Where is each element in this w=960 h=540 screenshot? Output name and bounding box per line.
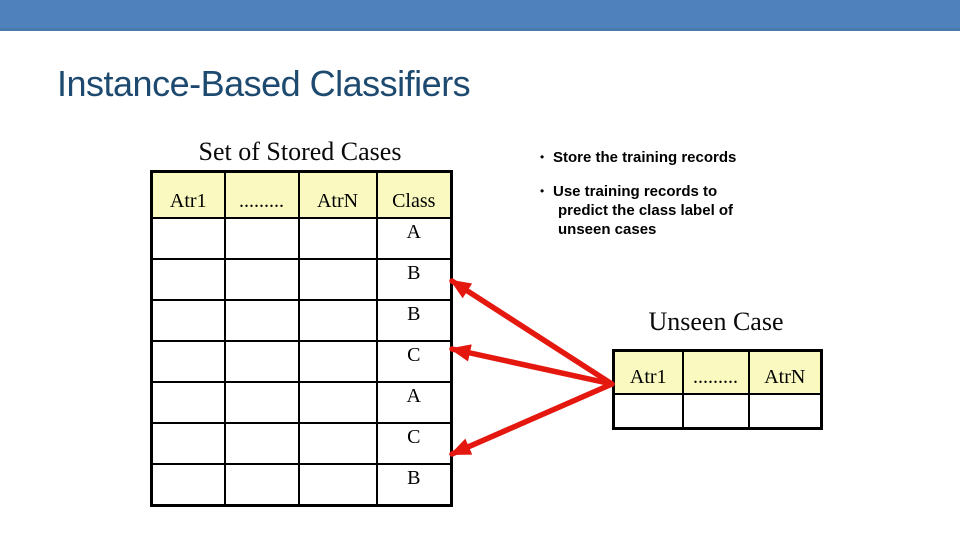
class-cell: A [375,217,453,260]
stored-header-atr1: Atr1 [150,170,226,219]
bullet-line: unseen cases [558,221,657,238]
table-row: A [150,381,453,424]
stored-header-class: Class [375,170,453,219]
empty-cell [223,258,300,301]
top-accent-bar [0,0,960,31]
bullet-line: Store the training records [553,149,737,166]
empty-cell [681,393,750,430]
empty-cell [297,299,378,342]
bullet-text: Store the training records [553,148,736,167]
bullet-list: • Store the training records • Use train… [540,148,780,254]
empty-cell [223,422,300,465]
empty-cell [297,463,378,507]
arrow-to-row-c [449,344,615,387]
stored-cases-caption: Set of Stored Cases [198,137,402,166]
empty-cell [150,258,226,301]
unseen-case-caption: Unseen Case [648,307,784,336]
empty-cell [747,393,823,430]
table-row: A [150,217,453,260]
stored-cases-table: Atr1 ......... AtrN Class A B B C [150,170,453,507]
empty-cell [297,381,378,424]
empty-cell [297,217,378,260]
unseen-header-dots: ......... [681,349,750,395]
arrow-to-row-b2 [449,381,615,457]
empty-cell [150,422,226,465]
empty-cell [150,381,226,424]
empty-cell [150,299,226,342]
stored-header-row: Atr1 ......... AtrN Class [150,170,453,219]
empty-cell [223,381,300,424]
bullet-item: • Use training records to predict the cl… [540,182,780,239]
arrow-to-row-b1 [449,278,615,387]
table-row: B [150,258,453,301]
class-cell: B [375,258,453,301]
table-row: C [150,422,453,465]
stored-header-atrn: AtrN [297,170,378,219]
empty-cell [297,422,378,465]
empty-cell [150,463,226,507]
bullet-item: • Store the training records [540,148,780,167]
empty-cell [223,340,300,383]
unseen-case-table: Atr1 ......... AtrN [612,349,823,430]
unseen-header-atr1: Atr1 [612,349,684,395]
empty-cell [150,340,226,383]
table-row: B [150,299,453,342]
bullet-marker: • [540,184,545,198]
empty-cell [297,340,378,383]
class-cell: C [375,340,453,383]
bullet-marker: • [540,150,545,164]
class-cell: A [375,381,453,424]
slide-title: Instance-Based Classifiers [57,63,471,104]
empty-cell [223,217,300,260]
empty-cell [297,258,378,301]
class-cell: B [375,463,453,507]
bullet-line: Use training records to [553,183,718,200]
table-row [612,393,823,430]
class-cell: B [375,299,453,342]
bullet-line: predict the class label of [558,202,734,219]
class-cell: C [375,422,453,465]
empty-cell [150,217,226,260]
unseen-header-row: Atr1 ......... AtrN [612,349,823,395]
table-row: C [150,340,453,383]
unseen-header-atrn: AtrN [747,349,823,395]
empty-cell [223,299,300,342]
empty-cell [223,463,300,507]
stored-header-dots: ......... [223,170,300,219]
bullet-text: Use training records to predict the clas… [553,182,733,239]
empty-cell [612,393,684,430]
table-row: B [150,463,453,507]
